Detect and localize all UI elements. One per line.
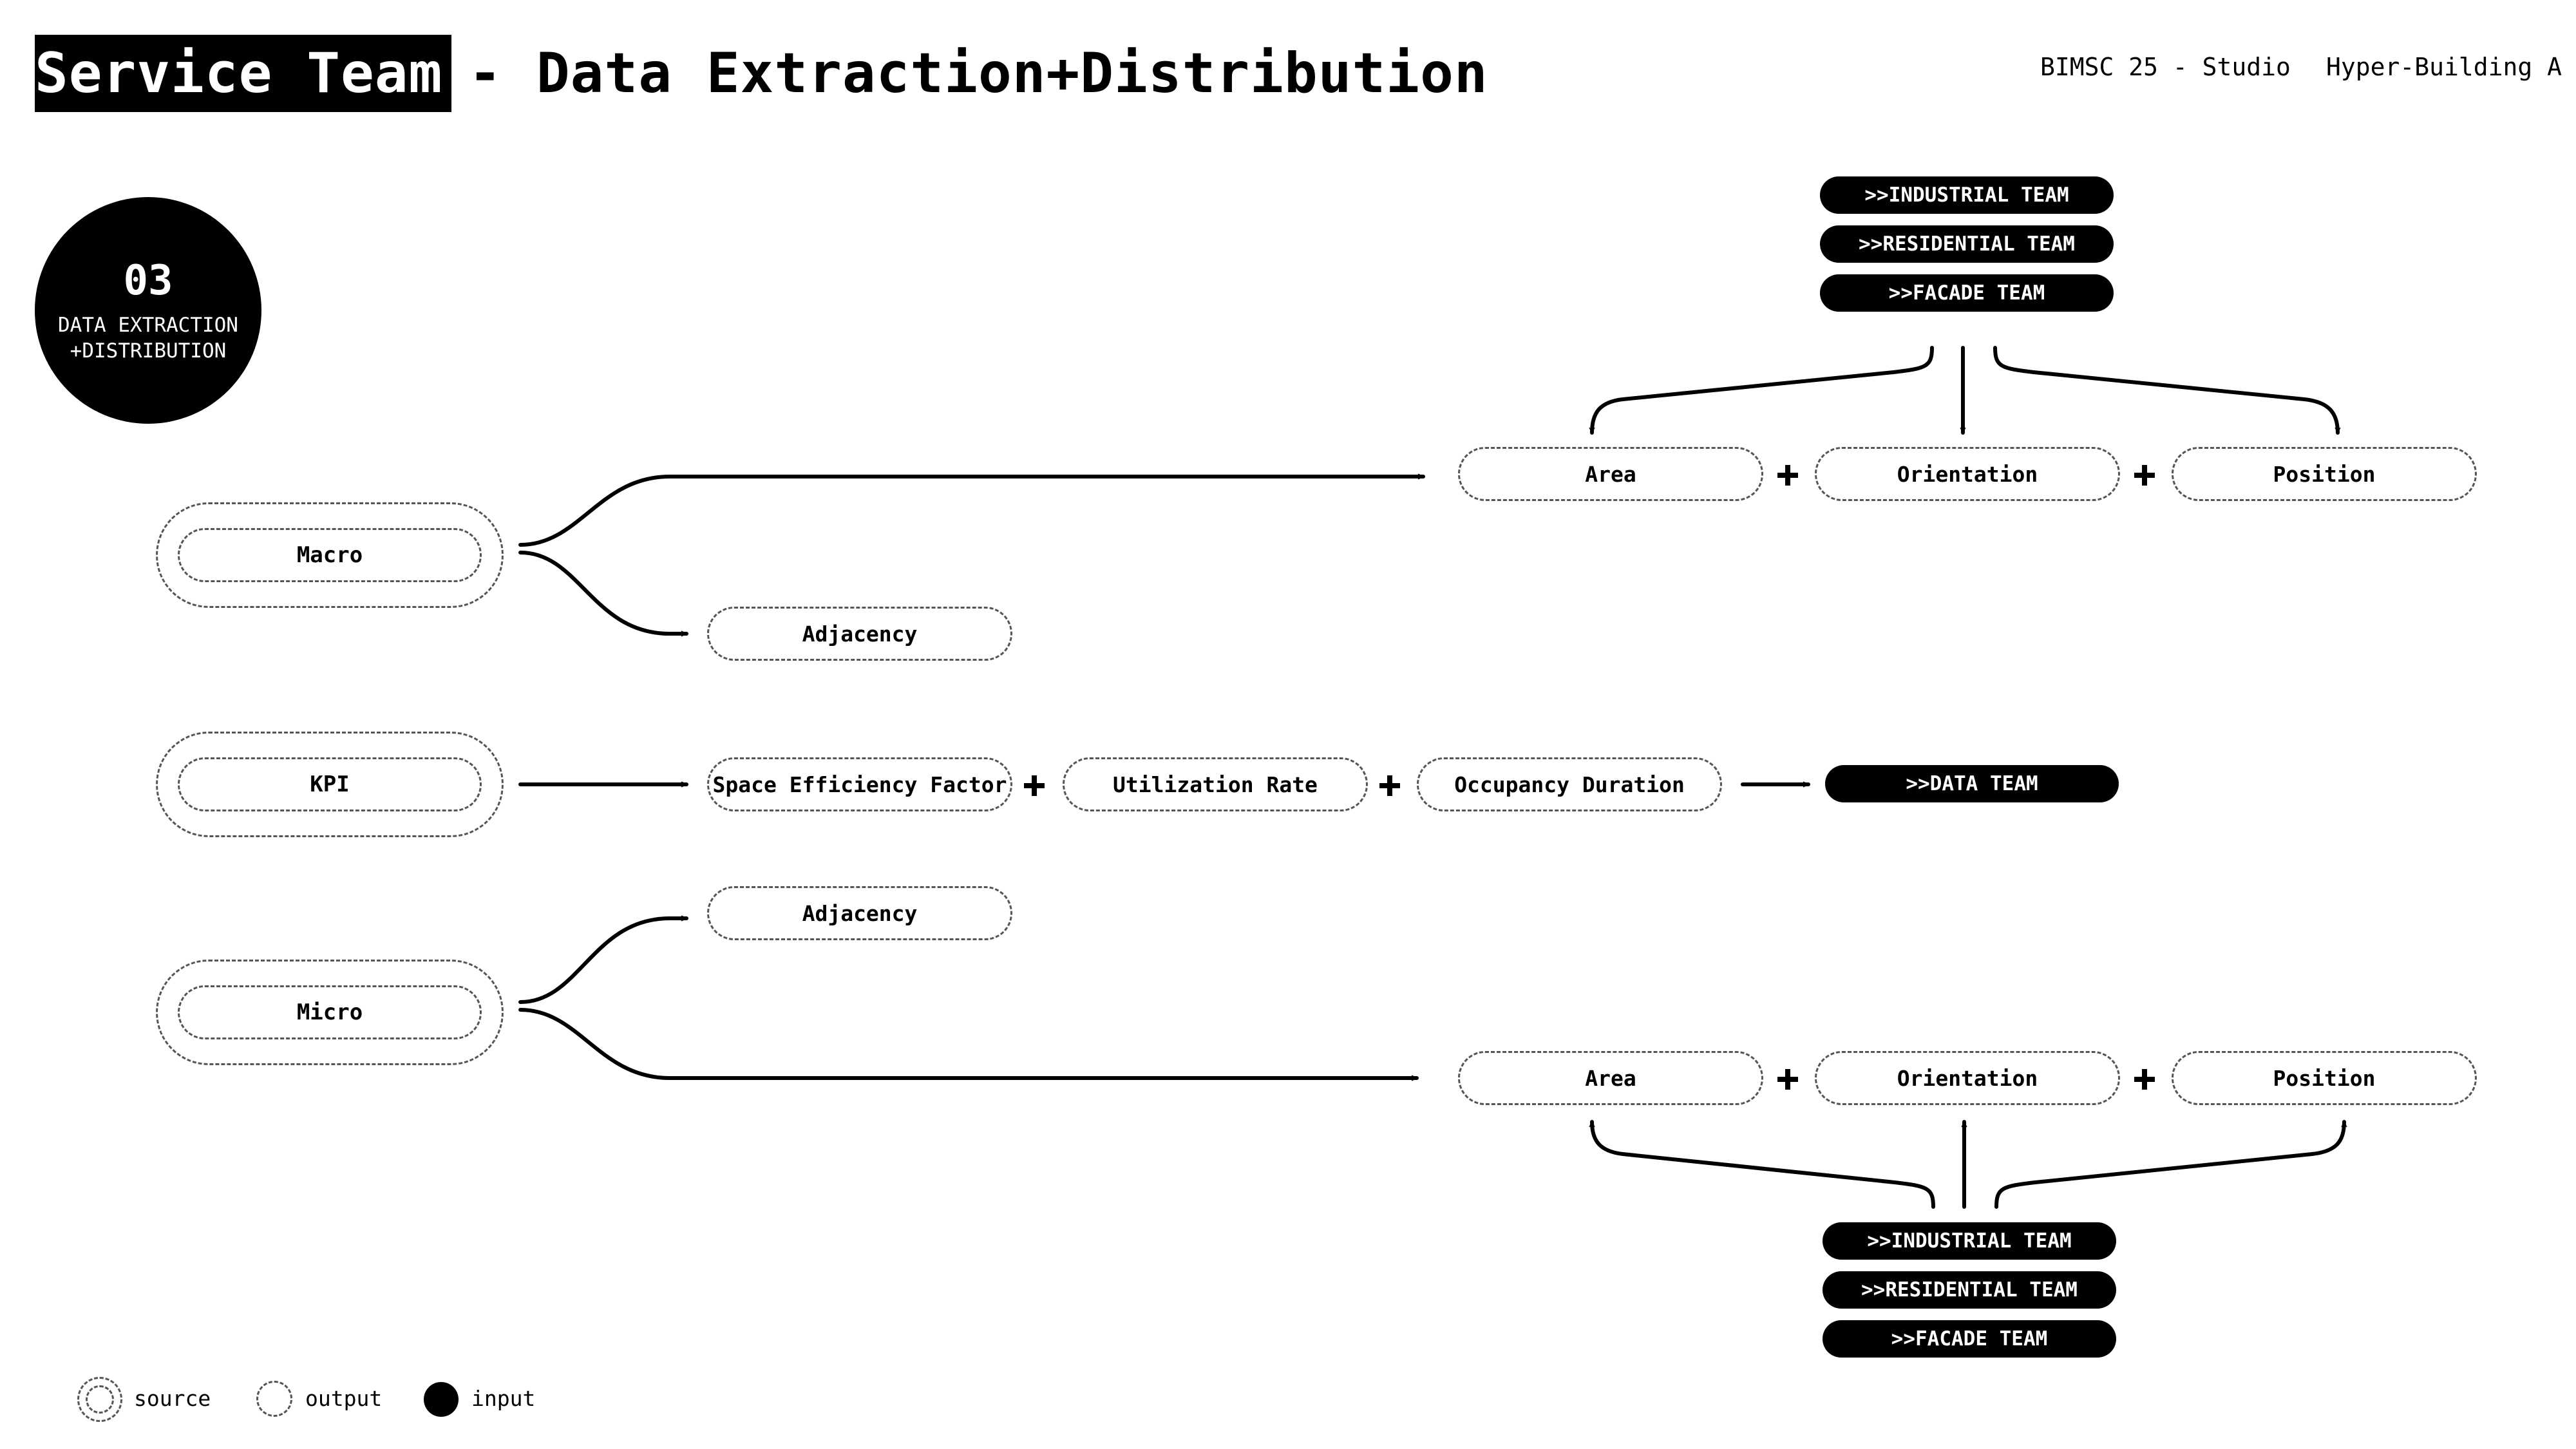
team-industrial-top: >>INDUSTRIAL TEAM [1820,176,2114,214]
legend-source-icon [77,1377,122,1422]
arrow-micro-to-area [518,1008,1419,1078]
title-highlight: Service Team [35,35,452,112]
team-industrial-bottom: >>INDUSTRIAL TEAM [1823,1222,2116,1260]
plus-sign [2132,462,2157,488]
team-facade-bottom: >>FACADE TEAM [1823,1320,2116,1358]
page-title: Service Team - Data Extraction+Distribut… [35,33,1488,113]
source-kpi: KPI [156,732,504,837]
kpi-output-space-efficiency: Space Efficiency Factor [707,757,1012,811]
plus-sign [1775,462,1801,488]
arrow-teams-to-micro-position [1994,1120,2344,1209]
legend-input-icon [424,1382,459,1417]
kpi-output-occupancy-duration: Occupancy Duration [1417,757,1722,811]
source-micro: Micro [156,960,504,1065]
source-kpi-label: KPI [178,757,482,811]
legend-source-label: source [134,1386,211,1411]
plus-sign [2132,1066,2157,1092]
macro-output-position: Position [2172,447,2477,501]
plus-sign [1021,773,1047,799]
section-label-line1: DATA EXTRACTION [58,314,238,337]
kpi-output-utilization-rate: Utilization Rate [1063,757,1368,811]
team-residential-bottom: >>RESIDENTIAL TEAM [1823,1271,2116,1309]
arrow-micro-to-adjacency [518,918,688,1004]
course-label: BIMSC 25 - Studio [2040,53,2291,81]
legend-output-icon [256,1381,292,1417]
legend-output-label: output [305,1386,383,1411]
arrow-macro-to-adjacency [518,551,688,634]
micro-output-adjacency: Adjacency [707,886,1012,940]
macro-output-area: Area [1458,447,1763,501]
arrow-teams-to-micro-area [1592,1120,1935,1209]
arrow-teams-to-macro-position [1993,346,2338,435]
data-team-badge: >>DATA TEAM [1825,765,2119,802]
macro-output-adjacency: Adjacency [707,607,1012,661]
project-label: Hyper-Building A [2326,53,2562,81]
arrow-macro-to-area [518,477,1425,547]
micro-output-area: Area [1458,1051,1763,1105]
arrow-teams-to-macro-area [1592,346,1934,435]
section-number: 03 [123,257,173,305]
title-rest: - Data Extraction+Distribution [468,41,1488,106]
micro-output-position: Position [2172,1051,2477,1105]
macro-output-orientation: Orientation [1815,447,2120,501]
source-micro-label: Micro [178,985,482,1039]
team-residential-top: >>RESIDENTIAL TEAM [1820,225,2114,263]
source-macro-label: Macro [178,528,482,582]
section-badge: 03 DATA EXTRACTION +DISTRIBUTION [35,197,261,424]
source-macro: Macro [156,502,504,608]
plus-sign [1775,1066,1801,1092]
micro-output-orientation: Orientation [1815,1051,2120,1105]
legend-input-label: input [471,1386,536,1411]
section-label-line2: +DISTRIBUTION [70,339,227,363]
plus-sign [1377,773,1403,799]
team-facade-top: >>FACADE TEAM [1820,274,2114,312]
